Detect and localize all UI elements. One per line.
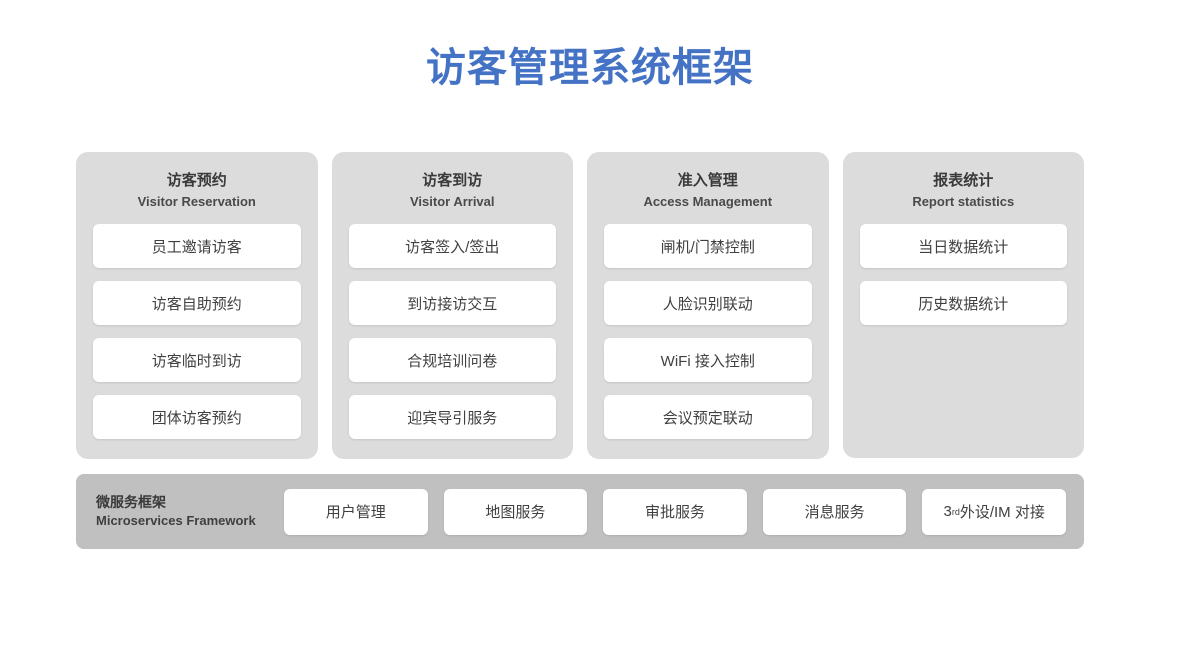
- feature-card[interactable]: 人脸识别联动: [604, 281, 812, 326]
- feature-card[interactable]: 历史数据统计: [859, 281, 1067, 326]
- feature-card[interactable]: 员工邀请访客: [93, 224, 301, 269]
- microservices-label-en: Microservices Framework: [96, 513, 256, 529]
- feature-card[interactable]: 访客自助预约: [93, 281, 301, 326]
- feature-card[interactable]: 访客签入/签出: [348, 224, 556, 269]
- feature-card[interactable]: 闸机/门禁控制: [604, 224, 812, 269]
- service-chip[interactable]: 消息服务: [762, 488, 907, 535]
- panel-title-en: Visitor Arrival: [409, 194, 495, 209]
- panel-visitor-arrival: 访客到访 Visitor Arrival 访客签入/签出 到访接访交互 合规培训…: [331, 152, 573, 460]
- panel-title-cn: 准入管理: [677, 172, 738, 189]
- chip-prefix: 3: [943, 503, 952, 520]
- page-title: 访客管理系统框架: [426, 46, 754, 90]
- feature-card[interactable]: 会议预定联动: [604, 395, 812, 440]
- service-chip[interactable]: 用户管理: [284, 488, 428, 535]
- framework-columns: 访客预约 Visitor Reservation 员工邀请访客 访客自助预约 访…: [76, 152, 1084, 460]
- service-chip[interactable]: 地图服务: [443, 488, 588, 535]
- panel-access-management: 准入管理 Access Management 闸机/门禁控制 人脸识别联动 Wi…: [587, 152, 829, 460]
- panel-title-cn: 访客预约: [166, 172, 227, 189]
- feature-card[interactable]: 到访接访交互: [348, 281, 556, 326]
- microservices-framework-label: 微服务框架 Microservices Framework: [96, 492, 284, 531]
- feature-card[interactable]: 迎宾导引服务: [348, 395, 556, 440]
- feature-card[interactable]: 团体访客预约: [93, 395, 301, 440]
- service-chip[interactable]: 审批服务: [603, 488, 747, 535]
- panel-title-cn: 报表统计: [933, 172, 994, 189]
- panel-report-statistics: 报表统计 Report statistics 当日数据统计 历史数据统计: [842, 152, 1084, 458]
- feature-card[interactable]: 当日数据统计: [859, 224, 1067, 269]
- panel-title-en: Report statistics: [912, 194, 1015, 209]
- feature-card[interactable]: 访客临时到访: [93, 338, 301, 383]
- panel-visitor-reservation: 访客预约 Visitor Reservation 员工邀请访客 访客自助预约 访…: [76, 152, 318, 460]
- panel-title-en: Visitor Reservation: [137, 194, 256, 209]
- microservices-framework-bar: 微服务框架 Microservices Framework 用户管理 地图服务 …: [76, 474, 1084, 549]
- feature-card[interactable]: WiFi 接入控制: [604, 338, 812, 383]
- microservices-label-cn: 微服务框架: [96, 493, 166, 510]
- panel-title-en: Access Management: [643, 194, 773, 209]
- panel-title-cn: 访客到访: [422, 172, 483, 189]
- chip-suffix: 外设/IM 对接: [959, 504, 1045, 521]
- feature-card[interactable]: 合规培训问卷: [348, 338, 556, 383]
